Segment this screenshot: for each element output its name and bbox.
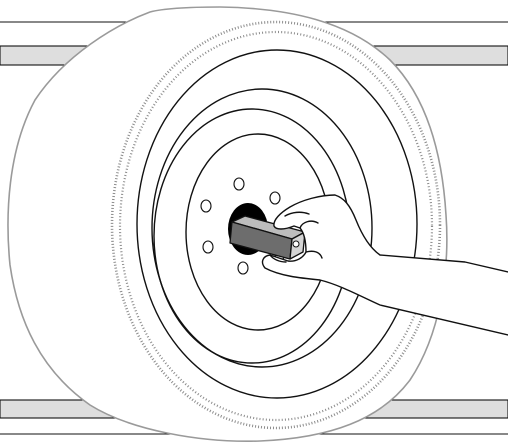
lug-hole-icon <box>269 191 281 205</box>
tool-icon <box>229 215 306 260</box>
lug-hole-icon <box>200 199 212 213</box>
rim-ring-middle <box>151 88 373 368</box>
tire-tread-inner <box>118 30 434 422</box>
lug-hole-icon <box>202 240 214 254</box>
lug-hole-icon <box>233 177 245 191</box>
lug-hole-icon <box>237 261 249 275</box>
wheel-rim-icon <box>136 49 418 399</box>
tire-tread-outer <box>110 20 442 430</box>
hand-icon <box>261 194 508 336</box>
tire-icon <box>7 6 448 442</box>
